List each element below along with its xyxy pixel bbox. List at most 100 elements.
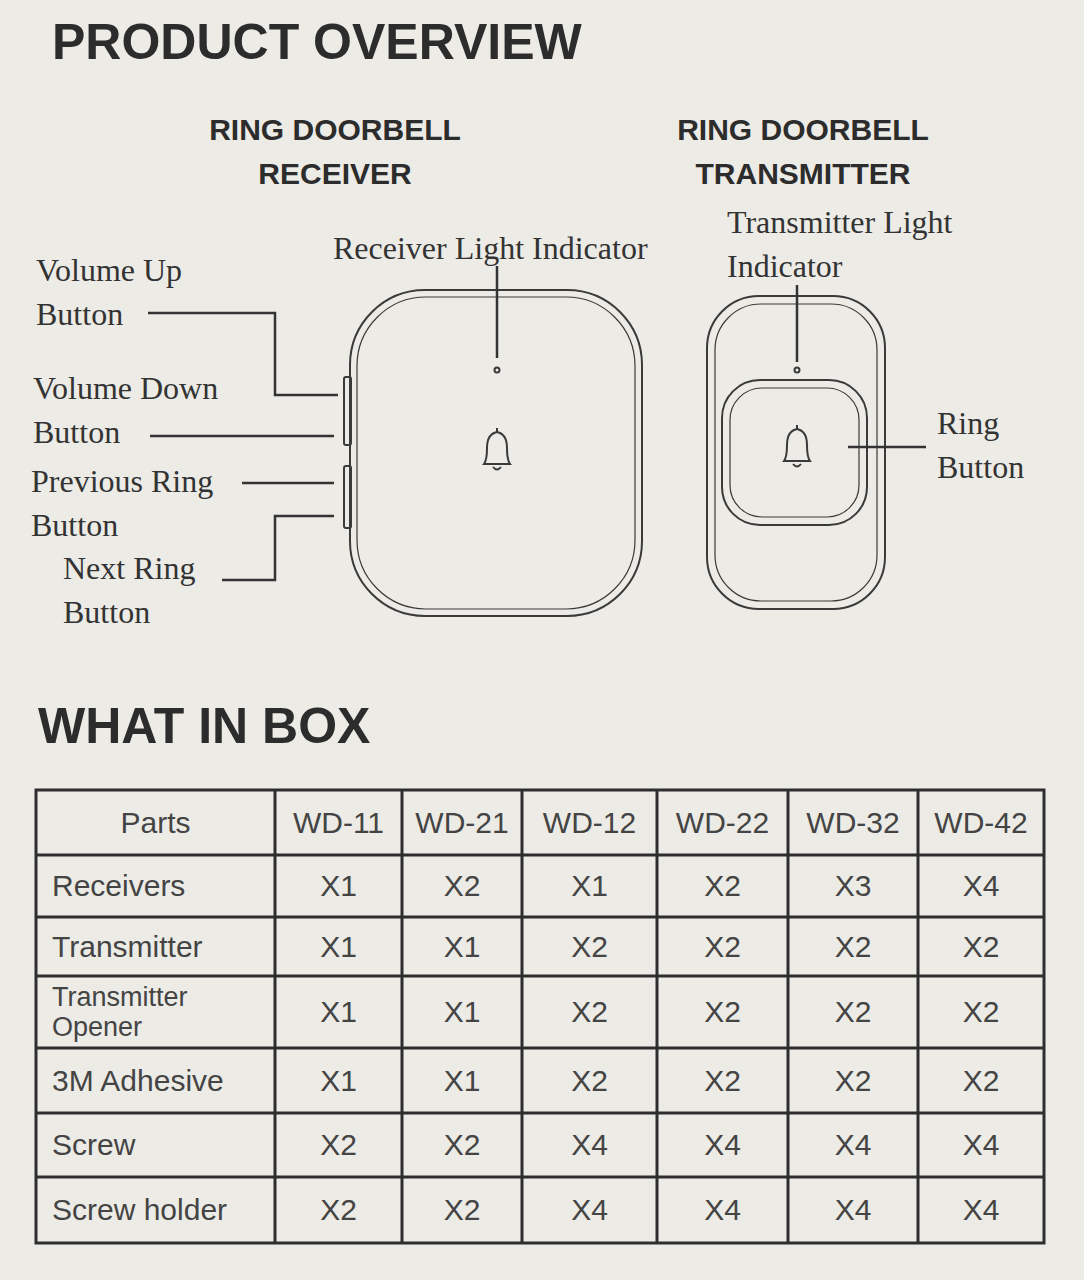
side-button (344, 377, 351, 445)
table-cell: X1 (277, 1050, 400, 1111)
table-cell: Screw (38, 1115, 273, 1175)
table-cell: X4 (659, 1115, 786, 1175)
table-cell: WD-12 (524, 792, 655, 853)
callout-label: Transmitter Light Indicator (727, 204, 952, 284)
table-cell: WD-21 (404, 792, 520, 853)
cell-text: X2 (444, 871, 481, 901)
section-heading: RING DOORBELL RECEIVER (209, 113, 461, 190)
cell-text: X4 (704, 1130, 741, 1160)
callout-label: Previous Ring Button (31, 463, 213, 543)
cell-text: X2 (571, 1066, 608, 1096)
table-cell: X2 (524, 978, 655, 1046)
cell-text: X2 (704, 932, 741, 962)
table-cell: X2 (659, 978, 786, 1046)
table-cell: WD-32 (790, 792, 916, 853)
cell-text: WD-11 (293, 808, 384, 838)
table-cell: Parts (38, 792, 273, 853)
light-indicator (795, 368, 800, 373)
callout-label: Ring Button (937, 405, 1024, 485)
cell-text: X1 (320, 871, 357, 901)
table-cell: X2 (277, 1179, 400, 1241)
table-cell: WD-22 (659, 792, 786, 853)
cell-text: X3 (835, 871, 872, 901)
bell-icon (484, 428, 510, 470)
table-grid (36, 790, 1044, 1243)
table-cell: X4 (920, 1115, 1042, 1175)
table-cell: WD-42 (920, 792, 1042, 853)
table-cell: X2 (790, 978, 916, 1046)
table-cell: X2 (404, 857, 520, 915)
leader-lines (148, 265, 926, 580)
cell-text: WD-12 (543, 808, 636, 838)
table-cell: Transmitter Opener (38, 978, 273, 1046)
callout-label-wrap: Next Ring Button (63, 546, 228, 634)
table-cell: X2 (524, 919, 655, 974)
cell-text: X2 (704, 871, 741, 901)
table-cell: X2 (404, 1179, 520, 1241)
callout-label: Receiver Light Indicator (333, 230, 648, 266)
cell-text: X2 (444, 1195, 481, 1225)
cell-text: WD-32 (806, 808, 899, 838)
cell-text: X4 (835, 1130, 872, 1160)
ring-button (722, 380, 867, 525)
table-cell: X1 (277, 857, 400, 915)
table-cell: 3M Adhesive (38, 1050, 273, 1111)
table-cell: X2 (920, 1050, 1042, 1111)
cell-text: Transmitter (52, 932, 203, 962)
table-cell: X2 (790, 919, 916, 974)
callout-label-wrap: Previous Ring Button (31, 459, 256, 547)
table-cell: X1 (404, 978, 520, 1046)
cell-text: X1 (444, 1066, 481, 1096)
table-cell: X2 (790, 1050, 916, 1111)
cell-text: WD-21 (415, 808, 508, 838)
table-cell: X4 (524, 1115, 655, 1175)
cell-text: X2 (571, 932, 608, 962)
callout-label-wrap: Receiver Light Indicator (333, 226, 703, 270)
table-cell: X4 (790, 1179, 916, 1241)
side-button (344, 466, 351, 528)
table-cell: X2 (277, 1115, 400, 1175)
cell-text: X1 (571, 871, 608, 901)
cell-text: X1 (444, 932, 481, 962)
cell-text: X2 (320, 1195, 357, 1225)
table-cell: X1 (524, 857, 655, 915)
cell-text: X2 (571, 997, 608, 1027)
table-cell: Screw holder (38, 1179, 273, 1241)
table-cell: Receivers (38, 857, 273, 915)
cell-text: Screw (52, 1130, 135, 1160)
table-cell: X2 (404, 1115, 520, 1175)
section-heading-wrap: RING DOORBELL TRANSMITTER (653, 108, 953, 196)
cell-text: X2 (704, 1066, 741, 1096)
cell-text: X2 (320, 1130, 357, 1160)
cell-text: X4 (963, 1130, 1000, 1160)
table-cell: X1 (277, 919, 400, 974)
table-cell: Transmitter (38, 919, 273, 974)
cell-text: X4 (704, 1195, 741, 1225)
callout-label-wrap: Ring Button (937, 401, 1059, 489)
table-cell: X4 (524, 1179, 655, 1241)
cell-text: X2 (704, 997, 741, 1027)
cell-text: X1 (444, 997, 481, 1027)
cell-text: WD-42 (934, 808, 1027, 838)
table-cell: X1 (404, 919, 520, 974)
cell-text: X4 (571, 1130, 608, 1160)
table-cell: X2 (659, 857, 786, 915)
cell-text: X2 (835, 1066, 872, 1096)
cell-text: Screw holder (52, 1195, 227, 1225)
table-cell: X2 (659, 919, 786, 974)
table-cell: WD-11 (277, 792, 400, 853)
cell-text: Receivers (52, 871, 185, 901)
table-cell: X3 (790, 857, 916, 915)
callout-label: Volume Up Button (36, 252, 182, 332)
cell-text: X2 (963, 932, 1000, 962)
table-cell: X4 (920, 857, 1042, 915)
table-cell: X4 (920, 1179, 1042, 1241)
callout-label: Next Ring Button (63, 550, 195, 630)
callout-label-wrap: Volume Down Button (33, 366, 263, 454)
page-title: PRODUCT OVERVIEW (52, 14, 582, 70)
callout-label-wrap: Volume Up Button (36, 248, 226, 336)
table-cell: X1 (404, 1050, 520, 1111)
cell-text: X4 (835, 1195, 872, 1225)
section-heading-wrap: RING DOORBELL RECEIVER (185, 108, 485, 196)
cell-text: X4 (571, 1195, 608, 1225)
